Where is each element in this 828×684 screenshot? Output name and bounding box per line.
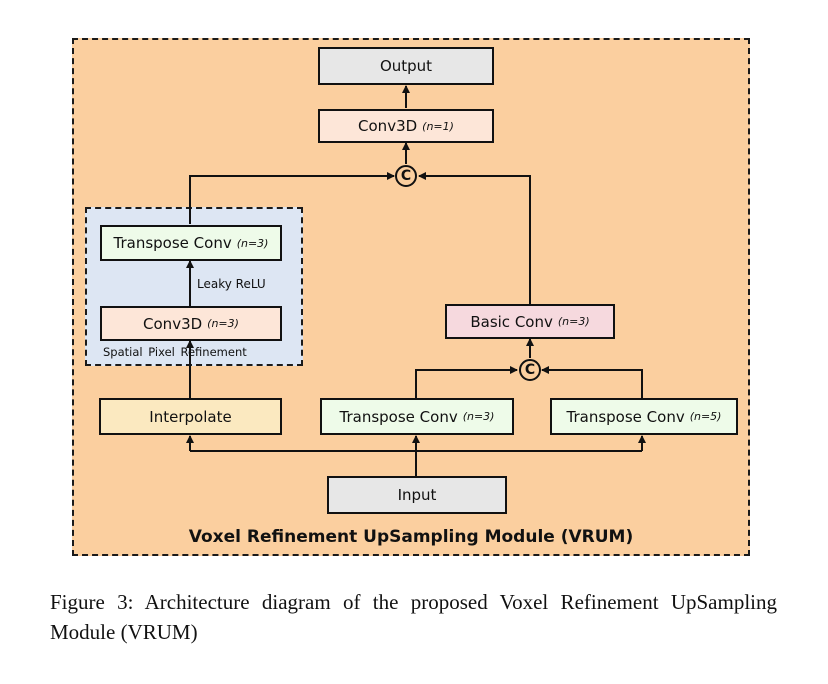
arrow-spr-to-top-concat [189, 172, 395, 224]
output-label: Output [379, 57, 433, 75]
transpose-conv-a-param: (n=3) [462, 410, 495, 423]
conv3d-top-param: (n=1) [422, 119, 454, 133]
input-block: Input [327, 476, 507, 514]
transpose-conv-b-param: (n=5) [689, 410, 722, 423]
transpose-conv-a-label: Transpose Conv [339, 407, 458, 426]
input-label: Input [397, 486, 437, 504]
arrow-transpose-b-to-concat [541, 366, 643, 398]
conv3d-top-block: Conv3D (n=1) [318, 109, 494, 143]
concat-node-top: C [395, 165, 417, 187]
arrow-transpose-a-to-concat [415, 366, 518, 398]
basic-conv-block: Basic Conv (n=3) [445, 304, 615, 339]
arrow-basic-to-top-concat [418, 172, 531, 304]
conv3d-spr-param: (n=3) [207, 317, 239, 330]
interpolate-block: Interpolate [99, 398, 282, 435]
spatial-pixel-refinement-label: Spatial Pixel Refinement [103, 345, 247, 359]
transpose-conv-b-block: Transpose Conv (n=5) [550, 398, 738, 435]
basic-conv-label: Basic Conv [470, 312, 553, 331]
basic-conv-param: (n=3) [557, 315, 590, 328]
concat-symbol: C [400, 168, 412, 184]
transpose-conv-b-label: Transpose Conv [566, 407, 685, 426]
interpolate-label: Interpolate [149, 407, 232, 426]
transpose-conv-spr-block: Transpose Conv (n=3) [100, 225, 282, 261]
figure-caption: Figure 3: Architecture diagram of the pr… [50, 590, 777, 644]
concat-symbol: C [524, 362, 536, 378]
module-title: Voxel Refinement UpSampling Module (VRUM… [188, 527, 634, 547]
conv3d-spr-label: Conv3D [143, 314, 203, 333]
conv3d-spr-block: Conv3D (n=3) [100, 306, 282, 341]
concat-node-bottom: C [519, 359, 541, 381]
transpose-conv-spr-param: (n=3) [236, 236, 269, 250]
transpose-conv-spr-label: Transpose Conv [113, 234, 232, 252]
leaky-relu-label: Leaky ReLU [197, 277, 266, 291]
transpose-conv-a-block: Transpose Conv (n=3) [320, 398, 514, 435]
conv3d-top-label: Conv3D [358, 117, 418, 135]
output-block: Output [318, 47, 494, 85]
